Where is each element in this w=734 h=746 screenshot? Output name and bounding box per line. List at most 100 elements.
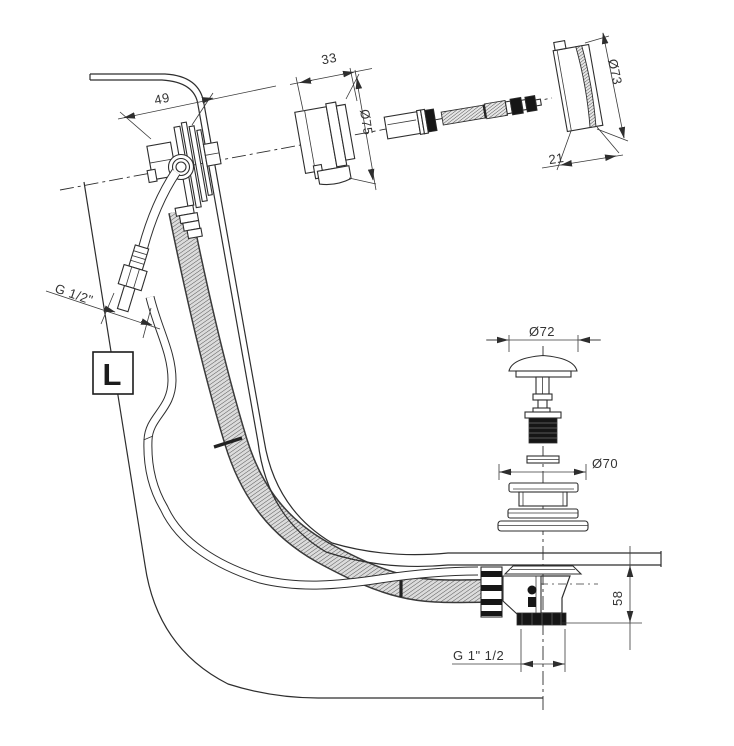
dim-49-line [117,85,277,120]
dim-21-label: 21 [547,150,565,167]
waste-keyhole-slot [528,597,536,607]
dim-72-extensions [508,335,579,352]
waste-nut-band-3 [481,599,502,605]
dim-58: 58 [560,546,642,650]
filler-hose-joint [143,435,154,441]
dim-75-label: Ø75 [357,108,376,136]
cable-cylinder-line [387,119,417,126]
cable-braided-rod-1 [440,104,487,126]
waste-nut-band-1 [481,571,502,577]
waste-flange [503,565,583,575]
dim-75-arrow-top [355,77,363,90]
mechanism-back-plate [335,103,356,161]
filler-end-body [139,169,180,250]
cable-tip [534,98,542,107]
dim-75: Ø75 [345,69,377,191]
waste-nut-band-2 [481,585,502,591]
control-cable [383,95,542,140]
filler-end-tube [116,284,136,313]
dim-49: 49 [117,85,277,140]
hose-joint-upper [213,436,243,449]
dim-33-label: 33 [320,50,338,68]
dim-49-arrow-left [123,112,136,119]
adapter-cap [524,411,562,419]
plug-cap-skirt [515,370,572,378]
exploded-mechanism [294,101,356,186]
overflow-housing-lug [146,168,158,184]
strainer-barrel [518,491,568,507]
dim-75-arrow-bottom [367,168,375,181]
strainer-barrel-lines [522,492,564,506]
plug-cap [508,354,578,414]
plug-washer [526,455,560,464]
waste-nut-band-4 [481,611,502,616]
cable-cylinder [383,111,421,140]
dim-21-extensions [556,126,620,171]
dim-g112-extensions [520,629,566,672]
dim-g-half-arrow-2 [140,318,153,326]
overflow-boss-inner [175,161,187,173]
adapter-thread-ridges [529,422,557,439]
strainer-flange [508,482,579,493]
cable-connector [424,108,438,133]
plug-cap-dome [508,354,578,372]
filler-hose-run [143,295,479,590]
strainer-lower-flange [507,508,579,519]
cable-joint [482,104,487,119]
overflow-hose [168,208,483,604]
dim-g-one-half: G 1" 1/2 [452,629,566,672]
l-marker: L [92,351,134,395]
adapter-thread [528,417,558,444]
dim-73-label: Ø73 [605,58,625,87]
dim-73-arrow-bottom [618,126,626,139]
tub-inner-surface [90,73,661,556]
dim-33-arrow-left [299,77,313,84]
dim-70-label: Ø70 [592,456,618,471]
waste-tee-box [502,575,542,615]
dim-72: Ø72 [486,324,601,352]
dim-33: 33 [289,50,373,111]
dim-70: Ø70 [498,456,618,480]
l-marker-box [92,351,134,395]
filler-nut-facets [125,266,140,289]
overflow-housing-line [149,158,174,164]
waste-keyhole-circle [527,585,537,595]
l-marker-label: L [103,357,122,392]
plug-thread-adapter [524,411,562,444]
cable-braided-rod-2 [483,99,509,120]
overflow-tail-step-4 [186,227,203,240]
overflow-cover [552,39,604,133]
tub-skirt [83,181,543,699]
dim-g-half: G 1/2" [45,281,161,339]
cover-tab [553,39,567,52]
waste-thread [516,612,567,626]
cover-face-hatch [575,45,597,129]
cable-end-cap [524,95,538,113]
dim-58-label: 58 [610,591,625,606]
dim-33-arrow-right [341,70,355,78]
dim-g-half-arrow-1 [103,305,116,313]
overflow-fitting [146,121,222,240]
dim-21-arrow-left [560,159,573,167]
dim-73-line [602,32,625,139]
dim-g112-label: G 1" 1/2 [453,648,504,663]
dim-73-arrow-top [601,32,609,45]
dim-g-half-label: G 1/2" [53,281,95,308]
waste-cone [541,575,571,614]
cover-edge-line [556,49,572,131]
filler-hose-body [144,296,479,589]
filler-nipple-ribs [130,250,148,265]
overflow-knob-line [205,152,220,156]
dim-72-label: Ø72 [529,324,555,339]
overflow-seal-plate [188,125,208,203]
overflow-hose-corrugation [169,208,483,602]
dim-21: 21 [541,126,624,171]
strainer [497,482,589,532]
bathtub-outline [83,73,662,699]
dim-49-label: 49 [153,90,171,108]
waste-thread-ridges [521,613,562,625]
mechanism-body-line [304,110,316,172]
strainer-seat [497,520,589,532]
tub-outer-surface [90,79,661,568]
